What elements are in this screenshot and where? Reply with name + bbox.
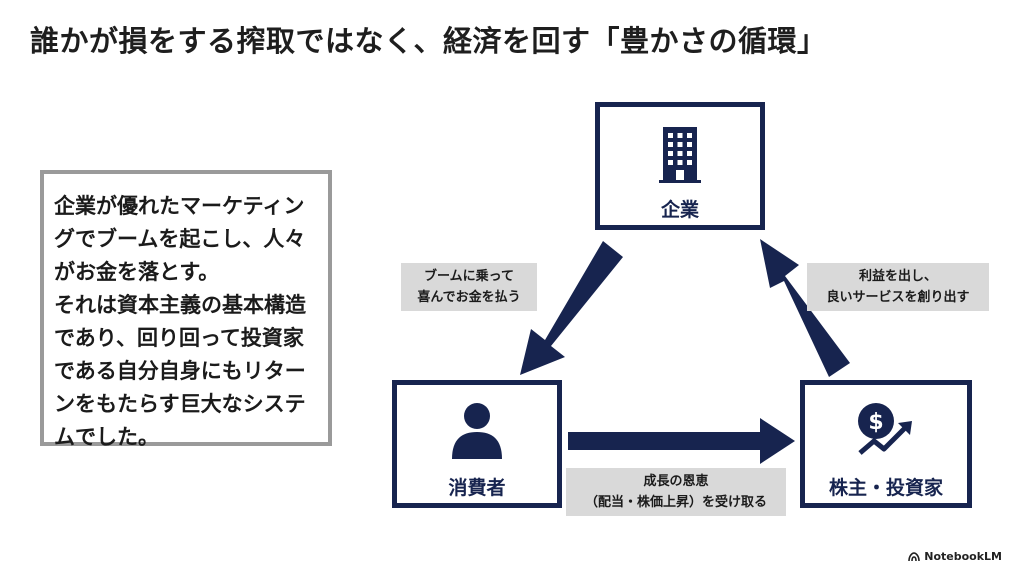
arrow-investor-to-company — [760, 239, 850, 377]
arrow-company-to-consumer — [520, 241, 623, 375]
notebooklm-brand: NotebookLM — [908, 550, 1002, 563]
description-box: 企業が優れたマーケティングでブームを起こし、人々がお金を落とす。 それは資本主義… — [40, 170, 332, 449]
node-consumer-label: 消費者 — [448, 477, 506, 499]
node-investor: $ 株主・投資家 — [800, 380, 972, 508]
caption-bottom-line-2: （配当・株価上昇）を受け取る — [584, 495, 767, 510]
node-company-label: 企業 — [660, 199, 699, 221]
dollar-growth-icon: $ — [858, 403, 912, 455]
caption-right-line-1: 利益を出し、 — [858, 269, 937, 284]
caption-left-line-1: ブームに乗って — [424, 269, 514, 284]
node-investor-label: 株主・投資家 — [828, 477, 943, 499]
brand-label: NotebookLM — [924, 550, 1002, 563]
person-icon — [452, 403, 502, 459]
notebooklm-logo-icon — [908, 551, 921, 561]
svg-text:$: $ — [868, 410, 883, 435]
caption-left-line-2: 喜んでお金を払う — [417, 290, 521, 305]
node-consumer: 消費者 — [392, 380, 562, 508]
caption-consumer-pays: ブームに乗って 喜んでお金を払う — [401, 263, 537, 311]
building-icon — [659, 127, 701, 183]
description-line-2: それは資本主義の基本構造であり、回り回って投資家である自分自身にもリターンをもた… — [54, 293, 306, 449]
description-line-1: 企業が優れたマーケティングでブームを起こし、人々がお金を落とす。 — [54, 194, 306, 284]
caption-company-profits: 利益を出し、 良いサービスを創り出す — [807, 263, 989, 311]
caption-right-line-2: 良いサービスを創り出す — [826, 290, 970, 305]
node-company: 企業 — [595, 102, 765, 230]
arrow-consumer-to-investor — [568, 418, 795, 464]
page-title: 誰かが損をする搾取ではなく、経済を回す「豊かさの循環」 — [30, 24, 827, 58]
caption-investor-benefit: 成長の恩恵 （配当・株価上昇）を受け取る — [566, 468, 786, 516]
caption-bottom-line-1: 成長の恩恵 — [643, 474, 709, 489]
